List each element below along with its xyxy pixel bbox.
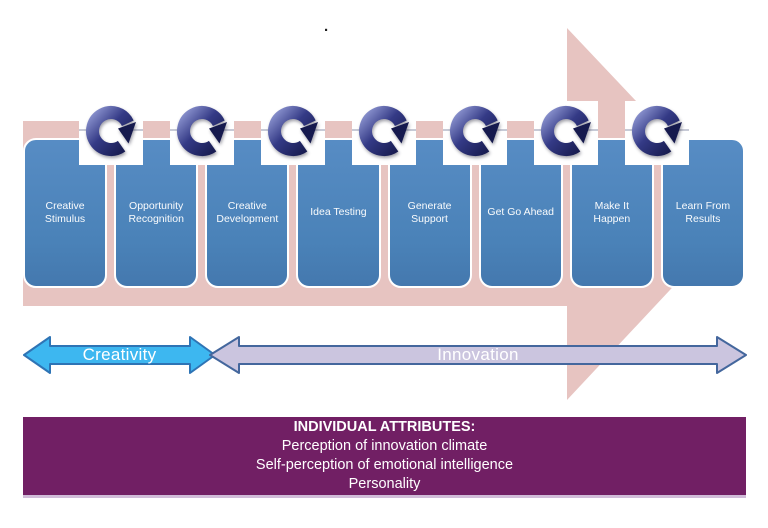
creativity-phase-arrow: Creativity (23, 335, 216, 375)
innovation-phase-arrow: Innovation (209, 335, 747, 375)
loop-arrow-icon (450, 106, 500, 156)
loop-arrow-icon (541, 106, 591, 156)
loop-arrow-icon (177, 106, 227, 156)
connector-dash (534, 129, 545, 131)
loop-arrow-icon (359, 106, 409, 156)
innovation-arrow-shape (209, 336, 747, 374)
connector-dash (261, 129, 272, 131)
connector-dash (443, 129, 454, 131)
connector-dash (314, 129, 325, 131)
loop-icon-panel (352, 101, 416, 165)
connector-dash (170, 129, 181, 131)
loop-arrow-icon (632, 106, 682, 156)
creativity-label: Creativity (82, 345, 157, 364)
attributes-banner-title: INDIVIDUAL ATTRIBUTES: (293, 419, 476, 435)
loop-icon-panel (79, 101, 143, 165)
connector-dash (223, 129, 234, 131)
stage-label: Opportunity Recognition (128, 199, 184, 225)
loop-arrow-icon (86, 106, 136, 156)
connector-dash (496, 129, 507, 131)
stage-label: Idea Testing (310, 206, 367, 219)
stage-label: Creative Development (216, 199, 279, 225)
connector-dash (678, 129, 689, 131)
stage-label: Make It Happen (593, 199, 631, 225)
stage-label: Learn From Results (675, 199, 731, 225)
loop-icon-panel (443, 101, 507, 165)
connector-dash (352, 129, 363, 131)
connector-dash (625, 129, 636, 131)
loop-arrow-icon (268, 106, 318, 156)
loop-icon-panel (170, 101, 234, 165)
loop-icon-panel (625, 101, 689, 165)
stray-period-mark: . (324, 18, 329, 35)
stage-label: Creative Stimulus (44, 199, 86, 225)
connector-dash (587, 129, 598, 131)
loop-icon-panel (261, 101, 325, 165)
attributes-banner-line: Personality (348, 476, 421, 492)
innovation-label: Innovation (437, 345, 519, 364)
connector-dash (405, 129, 416, 131)
connector-dash (132, 129, 143, 131)
stage-label: Generate Support (407, 199, 452, 225)
attributes-banner-line: Self-perception of emotional intelligenc… (255, 457, 514, 473)
attributes-banner-line: Perception of innovation climate (281, 438, 488, 454)
connector-dash (79, 129, 90, 131)
stage-label: Get Go Ahead (487, 206, 554, 219)
loop-icon-panel (534, 101, 598, 165)
attributes-banner: INDIVIDUAL ATTRIBUTES: Perception of inn… (23, 417, 746, 498)
